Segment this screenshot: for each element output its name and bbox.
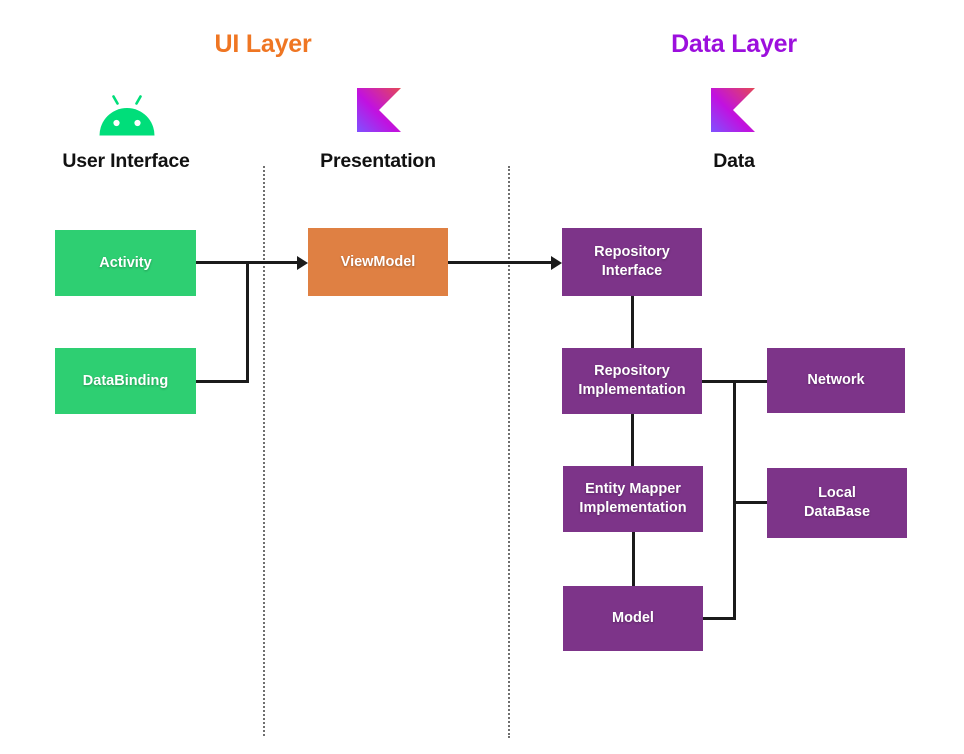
android-logo-icon (98, 93, 156, 137)
node-viewmodel-label: ViewModel (340, 253, 416, 270)
edge-repository-implementation-to-bus (702, 380, 735, 383)
edge-bus-to-local-database (733, 501, 769, 504)
node-activity-label: Activity (99, 254, 152, 271)
node-entity-mapper-implementation[interactable]: Entity Mapper Implementation (563, 466, 703, 532)
node-model-label: Model (612, 610, 654, 627)
node-local-database[interactable]: Local DataBase (767, 468, 907, 538)
node-databinding-label: DataBinding (82, 372, 169, 389)
node-repository-interface[interactable]: Repository Interface (562, 228, 702, 296)
edge-activity-to-junction (196, 261, 249, 264)
layer-divider-right (508, 166, 510, 738)
node-databinding[interactable]: DataBinding (55, 348, 196, 414)
edge-repository-implementation-to-entity-mapper (631, 414, 634, 466)
node-repository-implementation-label: Repository Implementation (578, 363, 686, 398)
module-label-data: Data (713, 150, 755, 172)
node-local-database-label: Local DataBase (803, 485, 871, 520)
ui-layer-title: UI Layer (214, 30, 312, 58)
edge-model-to-bus (703, 617, 736, 620)
data-layer-title: Data Layer (671, 30, 797, 58)
node-repository-implementation[interactable]: Repository Implementation (562, 348, 702, 414)
edge-viewmodel-to-repository-interface (448, 261, 552, 264)
kotlin-logo-icon (711, 88, 755, 132)
node-network[interactable]: Network (767, 348, 905, 413)
edge-entity-mapper-to-model (632, 532, 635, 586)
edge-junction-to-viewmodel (246, 261, 298, 264)
node-model[interactable]: Model (563, 586, 703, 651)
arrowhead-repository-interface-icon (551, 256, 562, 270)
node-network-label: Network (807, 372, 865, 389)
module-label-presentation: Presentation (320, 150, 436, 172)
node-viewmodel[interactable]: ViewModel (308, 228, 448, 296)
module-label-user-interface: User Interface (62, 150, 190, 172)
layer-divider-left (263, 166, 265, 736)
node-repository-interface-label: Repository Interface (594, 244, 670, 279)
edge-ui-junction (246, 261, 249, 383)
edge-databinding-to-junction (196, 380, 249, 383)
kotlin-logo-icon (357, 88, 401, 132)
node-activity[interactable]: Activity (55, 230, 196, 296)
arrowhead-viewmodel-icon (297, 256, 308, 270)
edge-repository-interface-to-implementation (631, 296, 634, 348)
node-entity-mapper-implementation-label: Entity Mapper Implementation (579, 481, 687, 516)
edge-bus-to-network (733, 380, 769, 383)
edge-data-source-bus (733, 380, 736, 619)
